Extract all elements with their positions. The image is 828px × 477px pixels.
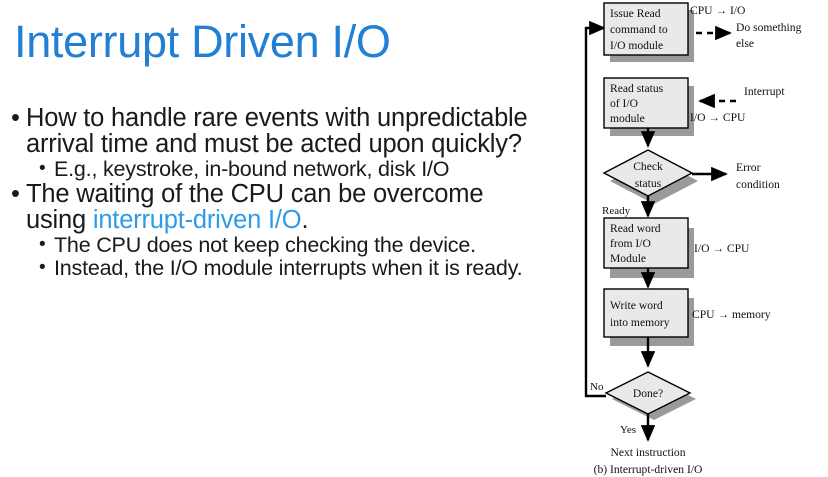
- bullet-glyph-icon: •: [39, 234, 46, 255]
- flowchart-terminal-label: Next instruction: [610, 446, 685, 459]
- flow-node-read-word: Read word from I/O Module: [603, 217, 689, 269]
- bullet-text: The CPU does not keep checking the devic…: [54, 233, 476, 257]
- page-title: Interrupt Driven I/O: [14, 16, 391, 67]
- flow-connectors: [584, 20, 728, 442]
- bullet-text: How to handle rare events with unpredict…: [26, 104, 528, 158]
- bullet-level2-3: • Instead, the I/O module interrupts whe…: [8, 257, 538, 279]
- annotation-error-1: Error: [736, 161, 761, 174]
- slide-content: Interrupt Driven I/O • How to handle rar…: [8, 16, 538, 280]
- node-line: I/O module: [610, 39, 663, 52]
- node-line: Check: [633, 160, 663, 173]
- bullet-glyph-icon: •: [39, 257, 46, 278]
- bullet-text-tail: .: [301, 206, 309, 234]
- edge-label-ready: Ready: [602, 205, 631, 217]
- annotation-cpu-to-io: CPU → I/O: [690, 4, 745, 17]
- edge-label-yes: Yes: [620, 424, 636, 436]
- flow-node-check-status: Check status: [602, 149, 694, 197]
- bullet-level2-2: • The CPU does not keep checking the dev…: [8, 234, 538, 256]
- dashed-annotation-arrows: [696, 25, 736, 109]
- node-line: Done?: [633, 387, 663, 400]
- annotation-io-to-cpu-2: I/O → CPU: [694, 242, 750, 255]
- bullet-text: Instead, the I/O module interrupts when …: [54, 256, 523, 280]
- bullet-glyph-icon: •: [39, 158, 46, 179]
- interrupt-driven-io-flowchart: Issue Read command to I/O module Read st…: [548, 0, 828, 477]
- flow-node-read-status: Read status of I/O module: [603, 77, 689, 129]
- node-line: status: [635, 177, 662, 190]
- bullet-text-lead: The waiting of the CPU can be overcome u…: [26, 180, 484, 234]
- node-line: Module: [610, 252, 646, 265]
- node-line: Write word: [610, 299, 663, 312]
- bullet-level1-2: • The waiting of the CPU can be overcome…: [8, 181, 538, 233]
- annotation-interrupt: Interrupt: [744, 85, 785, 98]
- node-line: module: [610, 112, 645, 125]
- node-line: Read status: [610, 82, 664, 95]
- flow-node-write-word: Write word into memory: [603, 288, 689, 338]
- node-line: into memory: [610, 316, 670, 329]
- node-line: Issue Read: [610, 7, 661, 20]
- bullet-glyph-icon: •: [11, 180, 20, 208]
- flow-node-done: Done?: [604, 371, 692, 415]
- node-line: command to: [610, 23, 668, 36]
- bullet-text: E.g., keystroke, in-bound network, disk …: [54, 157, 450, 181]
- flow-node-issue-read: Issue Read command to I/O module: [603, 2, 689, 56]
- bullet-level1-1: • How to handle rare events with unpredi…: [8, 105, 538, 157]
- annotation-do-something-1: Do something: [736, 21, 802, 34]
- node-line: of I/O: [610, 97, 638, 110]
- node-line: Read word: [610, 222, 661, 235]
- bullet-glyph-icon: •: [11, 104, 20, 132]
- annotation-do-something-2: else: [736, 37, 754, 50]
- annotation-cpu-to-memory: CPU → memory: [692, 308, 771, 321]
- edge-label-no: No: [590, 381, 604, 393]
- annotation-error-condition-2: condition: [736, 178, 780, 191]
- bullet-list: • How to handle rare events with unpredi…: [8, 105, 538, 280]
- bullet-text-highlight: interrupt-driven I/O: [92, 206, 302, 234]
- bullet-level2-1: • E.g., keystroke, in-bound network, dis…: [8, 158, 538, 180]
- flowchart-caption: (b) Interrupt-driven I/O: [594, 463, 703, 476]
- annotation-io-to-cpu-1: I/O → CPU: [690, 111, 746, 124]
- node-line: from I/O: [610, 237, 651, 250]
